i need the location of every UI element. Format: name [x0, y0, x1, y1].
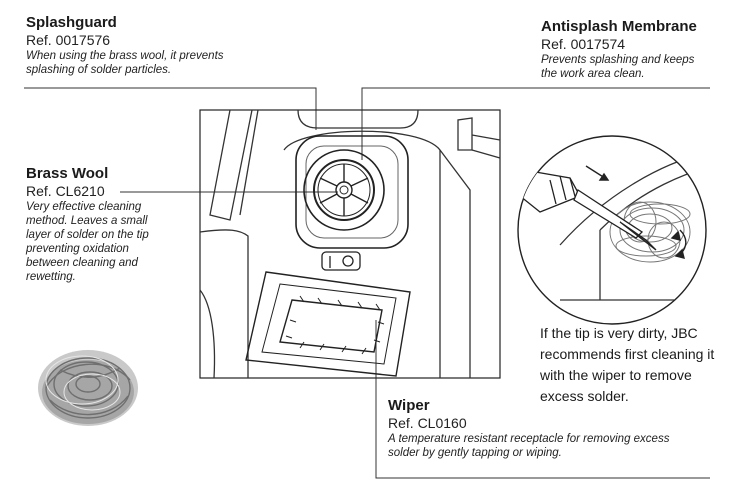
membrane-drawing	[303, 149, 385, 231]
brass-wool-ref: Ref. CL6210	[26, 183, 105, 199]
splashguard-callout: Splashguard Ref. 0017576 When using the …	[26, 14, 296, 77]
membrane-desc: Prevents splashing and keeps the work ar…	[541, 54, 695, 80]
wiper-desc: A temperature resistant receptacle for r…	[388, 433, 670, 459]
splashguard-leader	[24, 87, 317, 130]
tip-inset	[517, 135, 707, 325]
station-frame	[199, 109, 501, 379]
brass-wool-title: Brass Wool	[26, 165, 109, 182]
membrane-ref: Ref. 0017574	[541, 36, 626, 52]
wiper-ref: Ref. CL0160	[388, 415, 467, 431]
latch-drawing	[321, 251, 361, 271]
membrane-title: Antisplash Membrane	[541, 18, 697, 35]
station-body	[199, 109, 501, 379]
splashguard-desc: When using the brass wool, it prevents s…	[26, 50, 224, 76]
splashguard-title: Splashguard	[26, 14, 117, 31]
wiper-leader	[375, 320, 710, 479]
wiper-title: Wiper	[388, 397, 430, 414]
wiper-drawing	[245, 271, 411, 377]
tip-cleaning-note: If the tip is very dirty, JBC recommends…	[540, 325, 715, 404]
membrane-callout: Antisplash Membrane Ref. 0017574 Prevent…	[541, 18, 721, 81]
brass-wool-desc: Very effective cleaning method. Leaves a…	[26, 201, 149, 283]
splashguard-ref: Ref. 0017576	[26, 32, 111, 48]
splashguard-housing	[295, 135, 409, 249]
brass-wool-image	[38, 350, 138, 426]
wiper-callout: Wiper Ref. CL0160 A temperature resistan…	[388, 397, 708, 460]
brass-wool-callout: Brass Wool Ref. CL6210 Very effective cl…	[26, 165, 176, 284]
